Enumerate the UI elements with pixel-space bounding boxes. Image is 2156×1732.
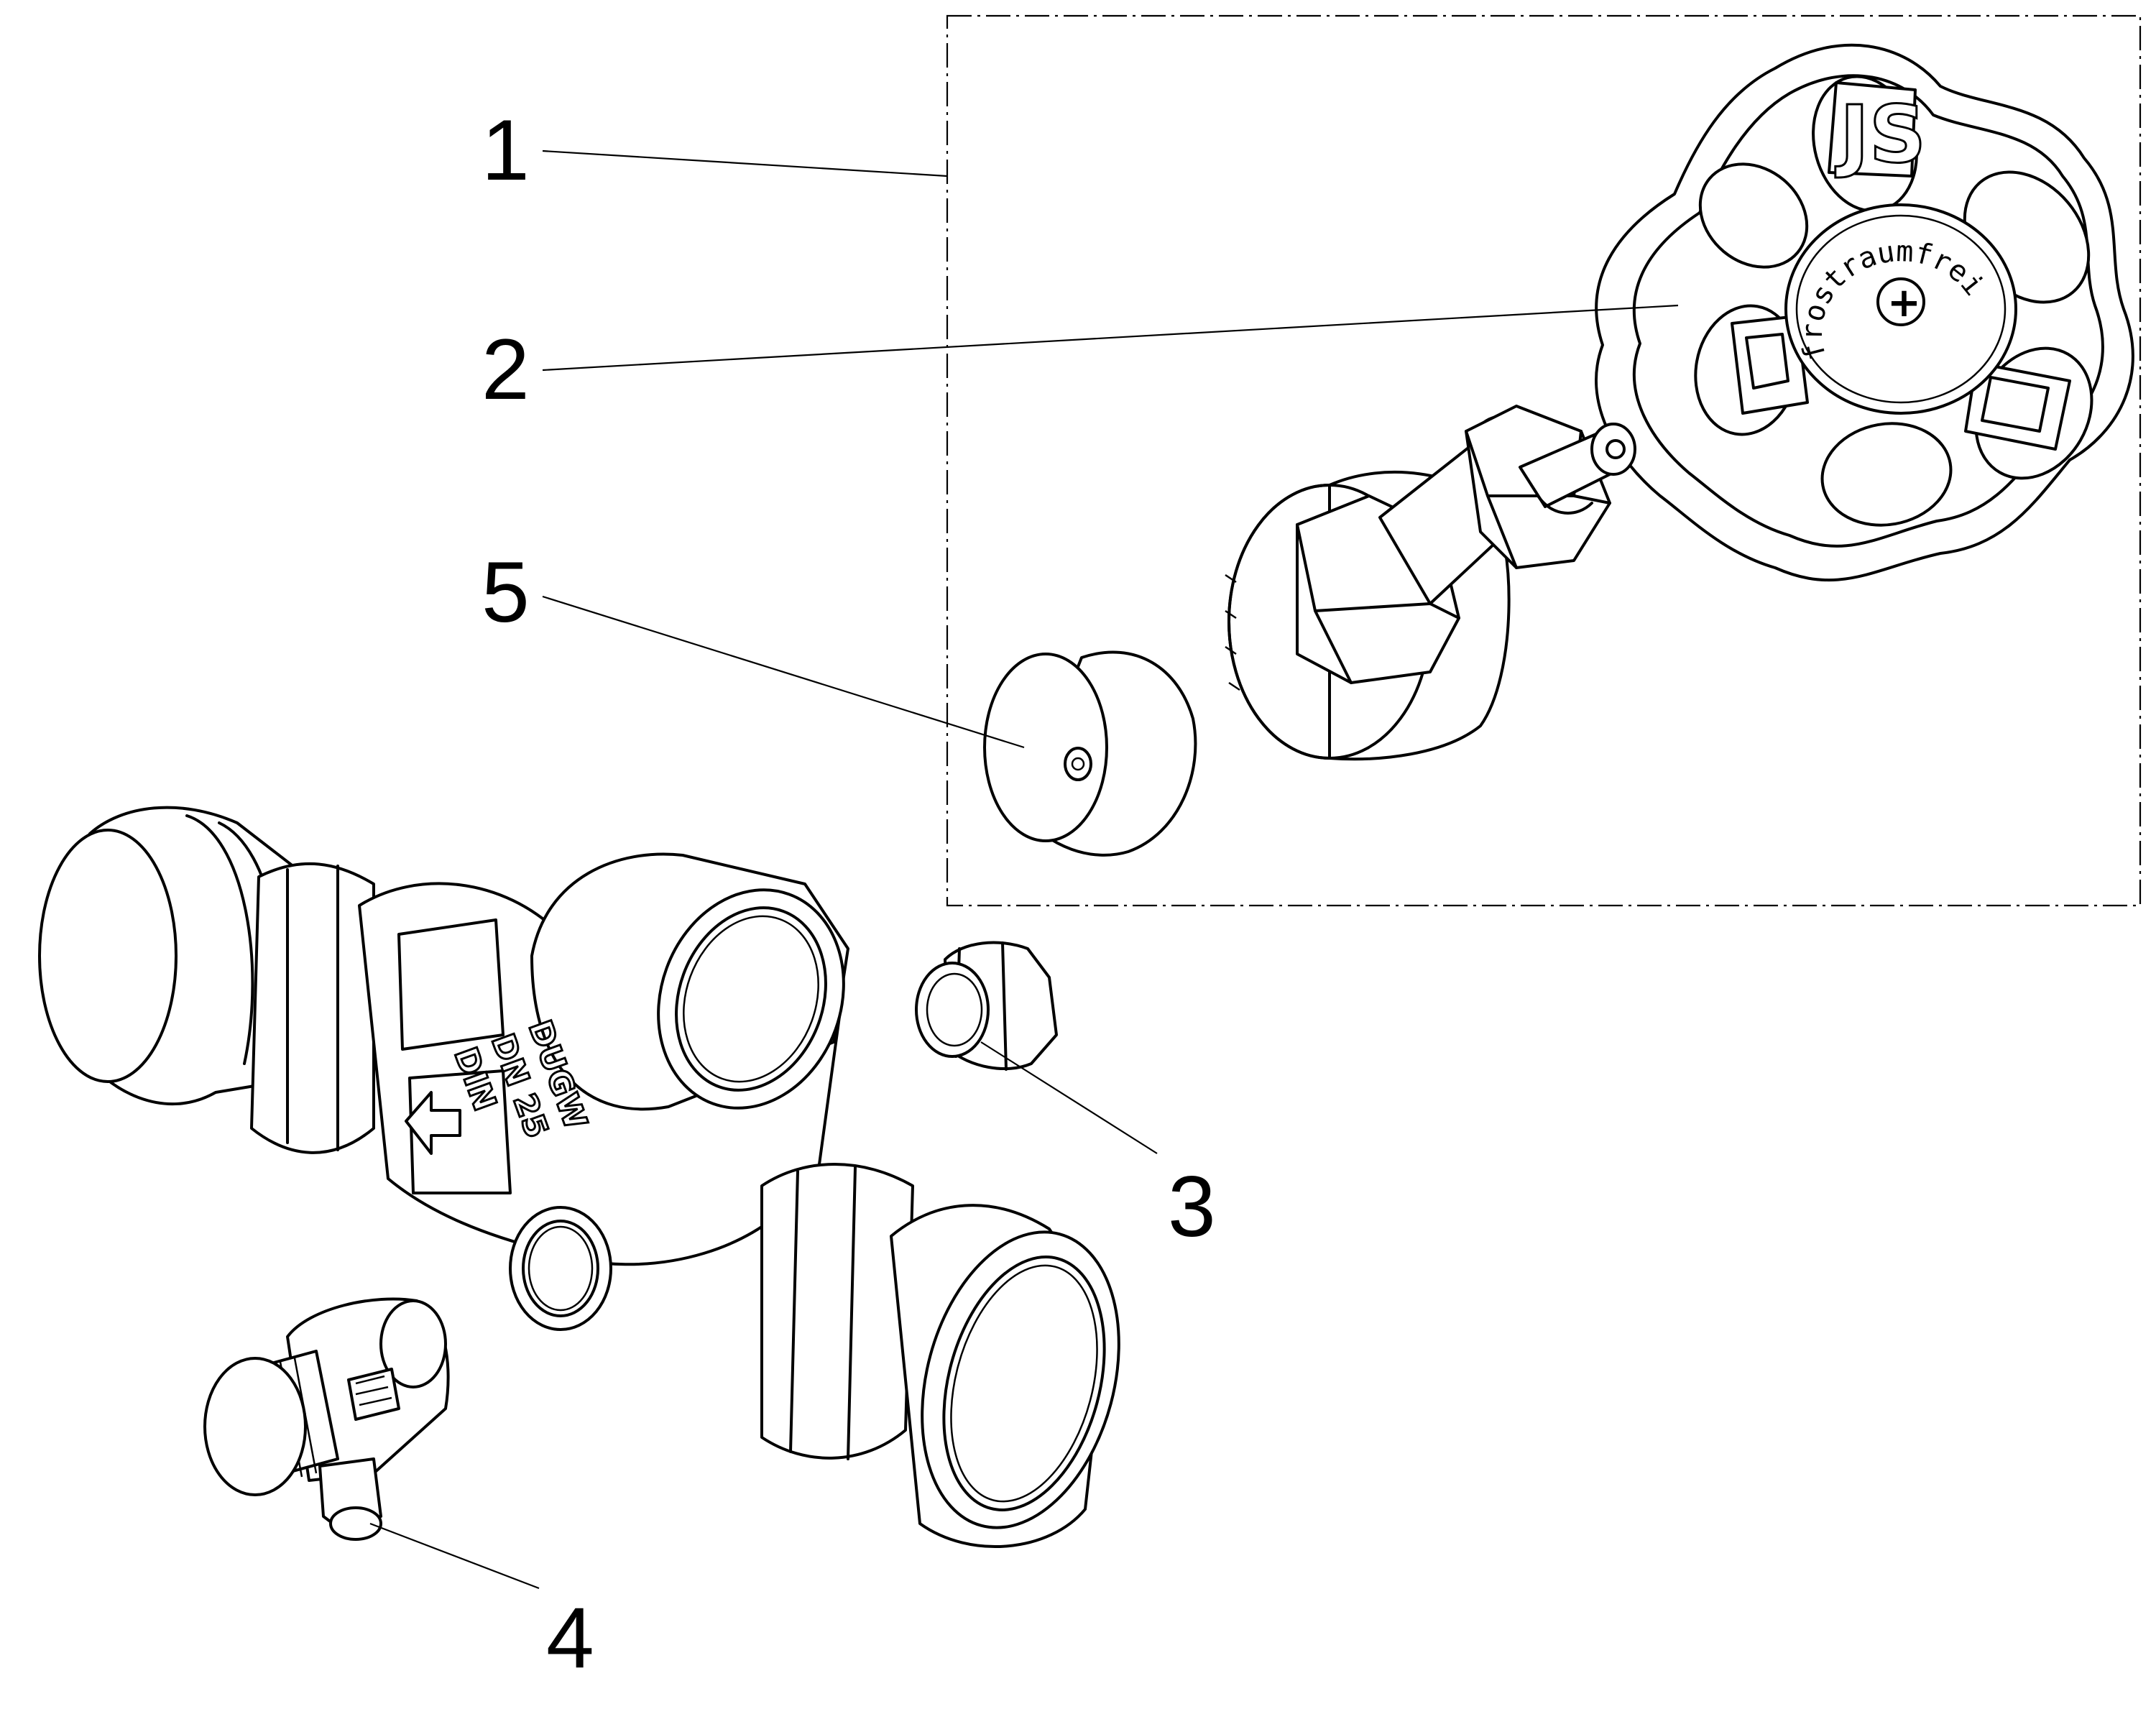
handwheel-center-mark: +: [1887, 280, 1921, 326]
callout-number-3: 3: [1168, 1158, 1216, 1255]
drain-valve-knob: [203, 1357, 307, 1496]
sealing-washer: [983, 650, 1197, 857]
drain-valve: [203, 1297, 450, 1541]
handwheel-logo-top: JS: [1828, 81, 1927, 182]
spindle-bonnet-assembly: [1225, 405, 1636, 761]
leader-line-1: [542, 149, 948, 178]
callout-number-4: 4: [546, 1590, 594, 1686]
handwheel: JS frostraumfrei +: [1595, 43, 2134, 582]
callout-number-5: 5: [482, 544, 530, 640]
handwheel-logo-text: JS: [1835, 88, 1926, 180]
callout-number-1: 1: [482, 102, 530, 198]
flow-arrow: [405, 1091, 461, 1155]
screw-plug: [915, 941, 1058, 1071]
leader-line-5: [542, 595, 1025, 749]
leader-line-2: [542, 304, 1679, 372]
leader-line-3: [980, 1041, 1158, 1154]
callout-number-2: 2: [482, 321, 530, 418]
valve-body: DUGW DN 25 DIN: [38, 806, 1120, 1548]
assembly-group-frame: [946, 14, 2142, 907]
leader-line-4: [369, 1522, 540, 1590]
